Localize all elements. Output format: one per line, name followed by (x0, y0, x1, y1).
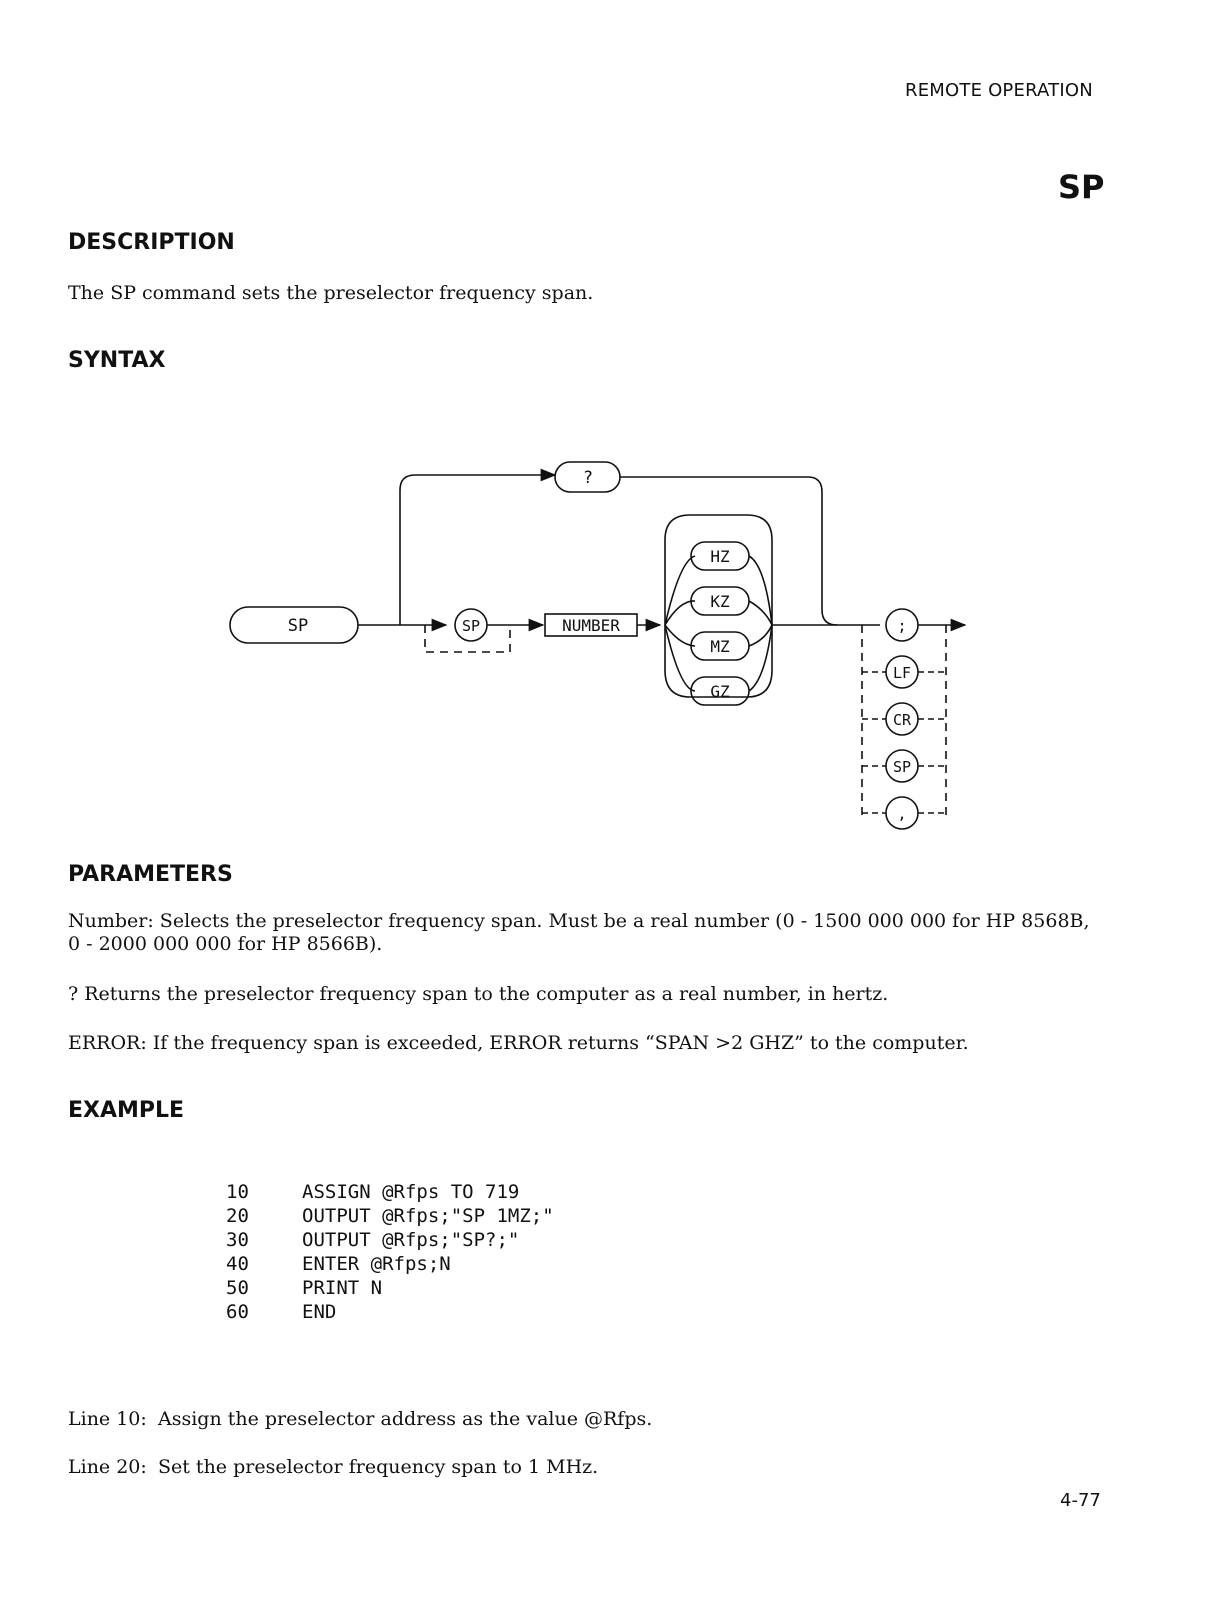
running-head: REMOTE OPERATION (905, 80, 1093, 101)
parameters-query-text: ? Returns the preselector frequency span… (68, 983, 889, 1005)
line-note-text: Assign the preselector address as the va… (158, 1408, 653, 1430)
diagram-separator-label: SP (462, 617, 480, 635)
sp-command-box (229, 606, 359, 644)
unit-hz-bubble (690, 541, 750, 571)
command-title: SP (1058, 168, 1105, 206)
line-note: Line 10: Assign the preselector address a… (68, 1408, 652, 1430)
unit-mz-bubble (690, 631, 750, 661)
unit-gz-bubble (690, 676, 750, 706)
example-heading: EXAMPLE (68, 1098, 185, 1123)
diagram-term-comma: , (897, 805, 906, 823)
diagram-number-label: NUMBER (562, 616, 620, 635)
line-note-label: Line 20: (68, 1456, 147, 1478)
syntax-heading: SYNTAX (68, 348, 166, 373)
diagram-unit-kz: KZ (710, 592, 730, 611)
diagram-term-semicolon: ; (897, 617, 906, 635)
diagram-command-label: SP (288, 616, 308, 636)
line-note-label: Line 10: (68, 1408, 147, 1430)
description-text: The SP command sets the preselector freq… (68, 282, 594, 304)
diagram-term-cr: CR (893, 711, 912, 729)
syntax-diagram: SP ? SP NUMBER HZ KZ MZ GZ ; LF CR SP , (229, 461, 967, 830)
parameters-error-text: ERROR: If the frequency span is exceeded… (68, 1032, 969, 1054)
line-note: Line 20: Set the preselector frequency sp… (68, 1456, 598, 1478)
query-bubble (554, 461, 621, 493)
parameters-heading: PARAMETERS (68, 862, 233, 887)
diagram-unit-hz: HZ (710, 547, 730, 566)
diagram-unit-gz: GZ (710, 682, 730, 701)
parameters-number-text: Number: Selects the preselector frequenc… (68, 910, 1090, 955)
line-note-text: Set the preselector frequency span to 1 … (158, 1456, 599, 1478)
page-number: 4-77 (1060, 1490, 1101, 1511)
diagram-unit-mz: MZ (710, 637, 730, 656)
diagram-query-label: ? (583, 468, 593, 488)
diagram-term-sp: SP (893, 758, 911, 776)
unit-kz-bubble (690, 586, 750, 616)
description-heading: DESCRIPTION (68, 230, 235, 255)
diagram-term-lf: LF (893, 664, 911, 682)
